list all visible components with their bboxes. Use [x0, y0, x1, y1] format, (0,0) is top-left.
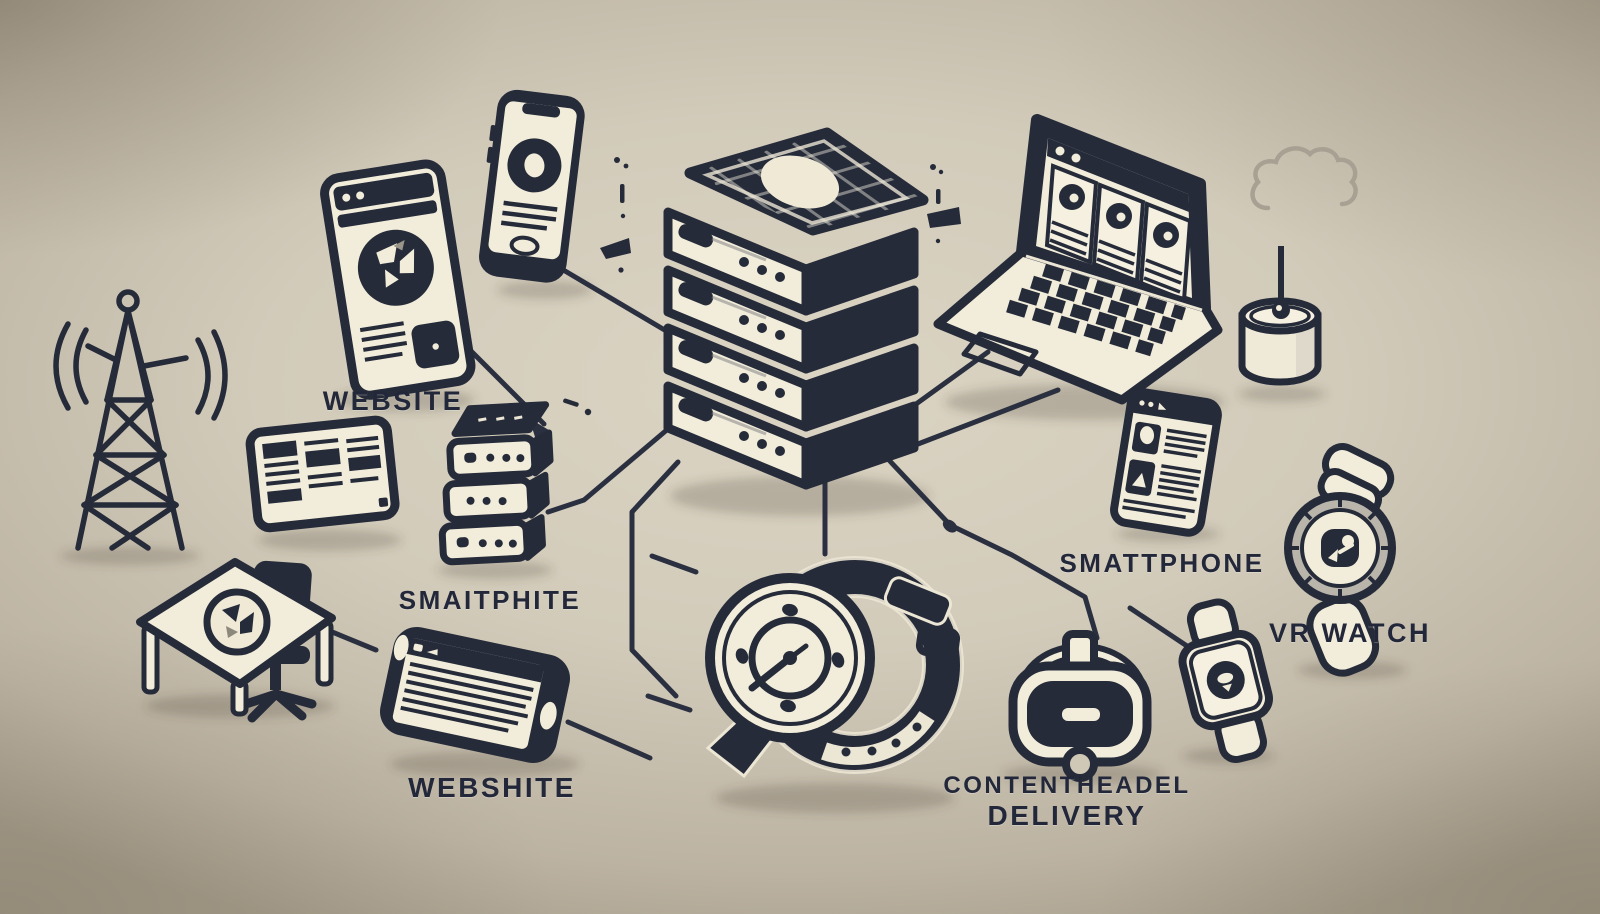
label-webshite: WEBSHITE [408, 772, 576, 803]
label-content-delivery-line1: CONTENTHEADEL [943, 772, 1191, 799]
ink-marks [563, 157, 961, 416]
label-content-delivery: CONTENTHEADEL DELIVERY [943, 772, 1190, 832]
cloud-icon [1250, 146, 1358, 211]
desk-chair-icon [136, 558, 336, 723]
round-watch-icon [1284, 443, 1396, 677]
desk-globe-logo [203, 588, 271, 656]
browser-phone-icon [1110, 388, 1222, 537]
antenna-cylinder-icon [1238, 246, 1322, 386]
line-junction-dot [942, 519, 958, 533]
landscape-phone-icon [379, 626, 571, 764]
globe-icon [357, 229, 434, 306]
wristwatch-icon [705, 556, 964, 779]
mini-server-icon [438, 401, 554, 566]
laptop-icon [933, 114, 1223, 405]
radio-tower-icon [53, 289, 228, 551]
landscape-tablet-icon [245, 415, 400, 533]
browser-cards [1044, 163, 1193, 303]
label-content-delivery-line2: DELIVERY [987, 799, 1147, 831]
server-stack-icon [668, 127, 929, 485]
square-smartwatch-icon [1178, 598, 1273, 764]
label-smattphone: SMATTPHONE [1059, 548, 1265, 578]
label-smaitphite: SMAITPHITE [398, 585, 582, 615]
label-website: WEBSITE [322, 386, 464, 416]
website-tablet-icon [320, 159, 476, 400]
smartphone-portrait-icon [479, 89, 585, 283]
label-vr-watch: VR WATCH [1269, 618, 1431, 648]
vr-headset-icon [1008, 630, 1152, 782]
